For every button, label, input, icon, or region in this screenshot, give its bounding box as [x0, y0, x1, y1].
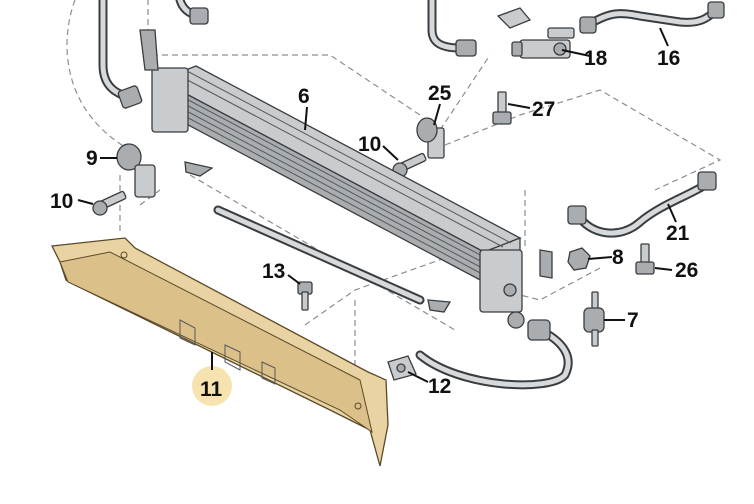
- leader-lines: [77, 27, 677, 383]
- part-11-air-guide-shield: [51, 237, 389, 467]
- callout-13: 13: [262, 260, 285, 283]
- callout-27: 27: [532, 98, 555, 121]
- part-13-bolt: [297, 281, 313, 311]
- part-21-pipe: [567, 171, 717, 238]
- callout-10-upper: 10: [358, 133, 381, 156]
- callout-labels: 6 7 8 9 10 10 11 12 13 16 18 21 25 26 27: [50, 47, 698, 401]
- guide-rod: [213, 205, 425, 305]
- callout-12: 12: [428, 375, 451, 398]
- part-26-bolt: [635, 243, 655, 275]
- callout-21: 21: [666, 222, 690, 245]
- callout-11: 11: [200, 378, 223, 401]
- lower-right-pipe: [415, 319, 573, 390]
- upper-left-pipe: [98, 0, 209, 109]
- part-8-nut: [567, 247, 591, 271]
- callout-25: 25: [428, 82, 452, 105]
- part-12-clip: [387, 355, 417, 381]
- part-10-bolt-upper: [392, 152, 427, 178]
- part-25-grommet: [416, 117, 445, 159]
- part-9-grommet: [116, 143, 156, 198]
- part-16-pipe: [579, 1, 725, 34]
- callout-26: 26: [675, 259, 698, 282]
- callout-7: 7: [627, 309, 639, 332]
- part-18-connector: [496, 7, 575, 59]
- upper-middle-pipe: [427, 0, 477, 57]
- highlight-marker: [192, 366, 232, 406]
- part-10-bolt-lower: [92, 190, 127, 216]
- callout-8: 8: [612, 246, 624, 269]
- callout-9: 9: [86, 147, 98, 170]
- callout-10-lower: 10: [50, 190, 73, 213]
- callout-16: 16: [657, 47, 680, 70]
- callout-18: 18: [584, 47, 608, 70]
- part-7-stud: [583, 291, 605, 347]
- part-6-oil-cooler: [139, 29, 553, 329]
- callout-6: 6: [298, 85, 310, 108]
- part-27-bolt: [492, 91, 512, 125]
